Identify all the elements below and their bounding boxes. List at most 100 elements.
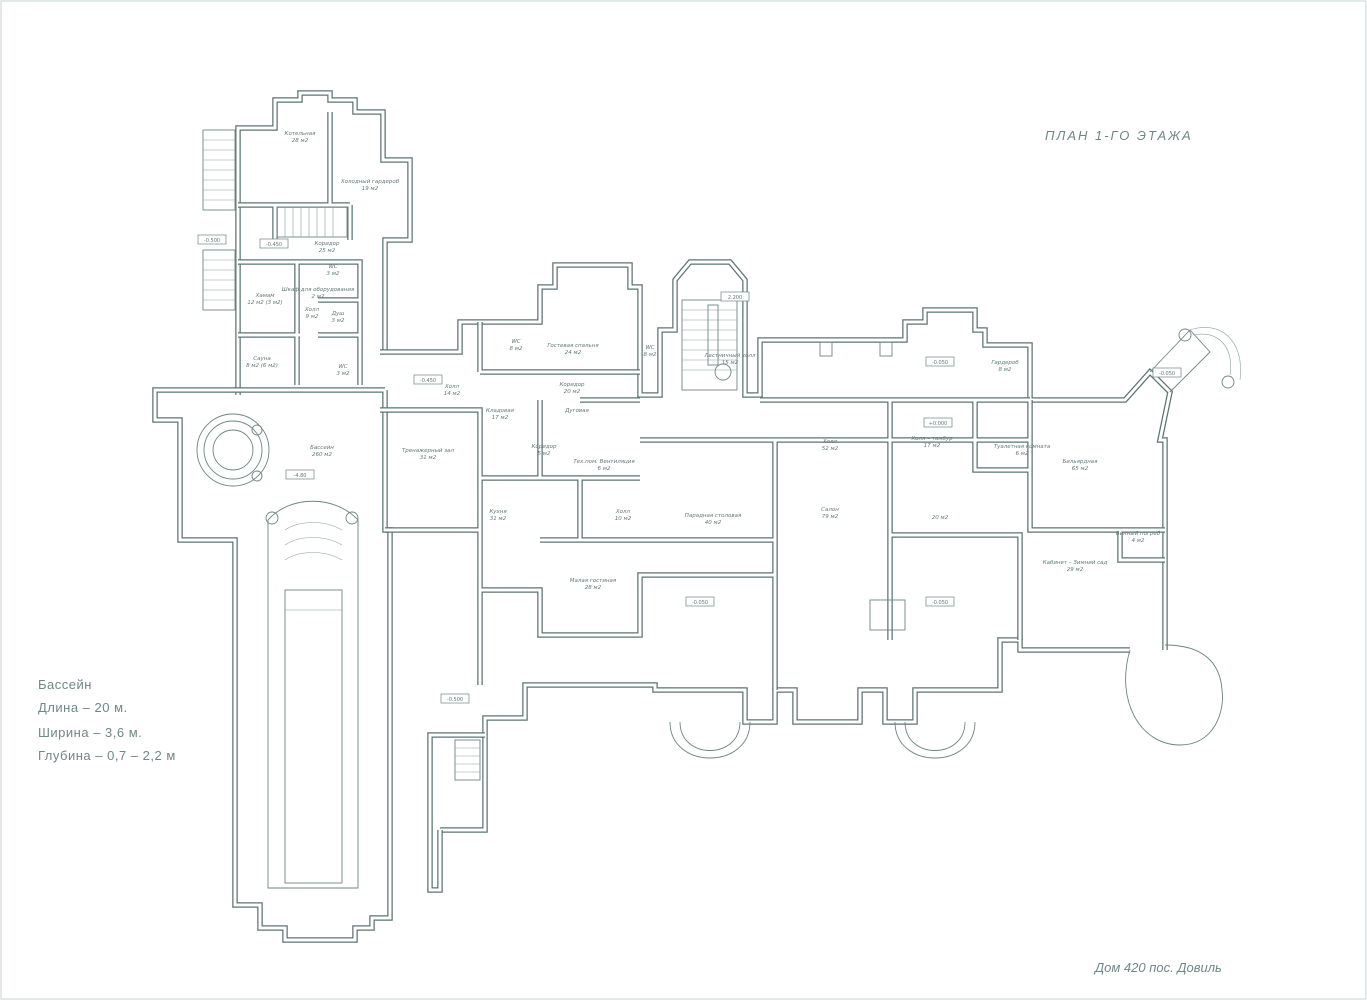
room-name: Коридор: [560, 382, 586, 388]
room-area: 15 м2: [722, 360, 739, 366]
room-name: Кабинет – Зимний сад: [1043, 560, 1108, 566]
level-mark: -0.450: [420, 378, 436, 384]
level-marks: -0.500-0.450-0.450-0.050+0.000-0.050-0.0…: [197, 234, 1182, 704]
level-mark: -0.050: [692, 600, 708, 606]
room-area: 6 м2: [598, 466, 611, 472]
ne-stairs: [1149, 327, 1241, 393]
room-name: Сауна: [253, 356, 271, 362]
room-area: 25 м2: [319, 248, 336, 254]
columns: [819, 341, 906, 631]
room-area: 28 м2: [585, 585, 602, 591]
room-name: Малая гостиная: [570, 578, 617, 584]
level-mark: -0.500: [447, 697, 463, 703]
room-area: 29 м2: [1067, 567, 1084, 573]
level-mark: -0.450: [266, 242, 282, 248]
room-area: 8 м2: [510, 346, 523, 352]
pool-length: Длина – 20 м.: [38, 700, 128, 715]
room-name: Холл: [444, 384, 460, 390]
plan-title: ПЛАН 1-ГО ЭТАЖА: [1045, 128, 1193, 143]
room-area: 9 м2: [306, 314, 319, 320]
level-mark: -0.050: [932, 600, 948, 606]
level-mark: -0.500: [204, 238, 220, 244]
room-area: 20 м2: [564, 389, 581, 395]
level-mark-box: [197, 234, 227, 245]
main-staircase: [681, 299, 738, 391]
room-area: 12 м2 (3 м2): [247, 300, 282, 306]
room-area: 8 м2: [644, 352, 657, 358]
room-area: 17 м2: [492, 415, 509, 421]
room-name: Хамам: [255, 293, 275, 299]
room-area: 2 м2: [312, 294, 325, 300]
level-mark-box: [720, 291, 750, 302]
room-name: Шкаф для оборудования: [282, 287, 355, 293]
room-name: Тех.пом. Вентиляция: [573, 459, 635, 465]
room-name: Кладовая: [486, 408, 515, 414]
room-name: Туалетная комната: [994, 444, 1051, 450]
pool-specs: Бассейн Длина – 20 м. Ширина – 3,6 м. Гл…: [38, 677, 176, 763]
room-area: 10 м2: [615, 516, 632, 522]
walls: [155, 93, 1170, 940]
room-name: Холодный гардероб: [340, 179, 400, 185]
terrace-stairs-sw: [454, 739, 481, 781]
room-name: WC: [338, 364, 347, 370]
staircase-north: [276, 206, 348, 238]
room-area: 8 м2 (6 м2): [246, 363, 278, 369]
room-area: 79 м2: [822, 514, 839, 520]
room-name: Бассейн: [310, 445, 334, 451]
room-area: 40 м2: [705, 520, 722, 526]
room-area: 52 м2: [822, 446, 839, 452]
room-area: 17 м2: [924, 443, 941, 449]
room-area: 20 м2: [932, 515, 949, 521]
level-mark-box: [925, 596, 955, 607]
room-name: Котельная: [285, 131, 317, 137]
room-area: 260 м2: [312, 452, 332, 458]
room-name: Душ: [331, 311, 345, 317]
room-name: Кухня: [489, 509, 507, 515]
room-area: 4 м2: [1132, 538, 1145, 544]
room-name: Тренажерный зал: [402, 448, 455, 454]
room-area: 31 м2: [420, 455, 437, 461]
room-name: Винный погреб: [1116, 531, 1161, 537]
room-name: Бильярдная: [1063, 459, 1099, 465]
pool-specs-heading: Бассейн: [38, 677, 92, 692]
room-name: Холл: [304, 307, 320, 313]
room-name: WC: [645, 345, 654, 351]
exterior-stairs-west: [202, 129, 236, 311]
level-mark-box: [440, 693, 470, 704]
room-area: 3 м2: [327, 271, 340, 277]
jacuzzi: [196, 413, 270, 487]
level-mark-box: [285, 469, 315, 480]
room-area: 6 м2: [1016, 451, 1029, 457]
room-name: Дуговая: [564, 408, 589, 414]
room-area: 14 м2: [444, 391, 461, 397]
pool-depth: Глубина – 0,7 – 2,2 м: [38, 748, 176, 763]
south-terrace-stairs: [669, 644, 1223, 759]
room-name: Коридор: [532, 444, 558, 450]
room-name: WC: [328, 264, 337, 270]
level-mark-box: [685, 596, 715, 607]
room-area: 31 м2: [490, 516, 507, 522]
room-area: 3 м2: [332, 318, 345, 324]
room-area: 3 м2: [337, 371, 350, 377]
level-mark-box: [925, 356, 955, 367]
room-name: Коридор: [315, 241, 341, 247]
project-caption: Дом 420 пос. Довиль: [1093, 960, 1222, 975]
level-mark-box: [1152, 367, 1182, 378]
room-name: Холл: [822, 439, 838, 445]
room-area: 5 м2: [538, 451, 551, 457]
room-name: WC: [511, 339, 520, 345]
room-name: Гардероб: [991, 360, 1019, 366]
level-mark: -0.050: [932, 360, 948, 366]
room-name: Гостевая спальня: [547, 343, 599, 349]
room-name: Холл: [615, 509, 631, 515]
room-area: 28 м2: [292, 138, 309, 144]
level-mark-box: [413, 374, 443, 385]
room-area: 24 м2: [565, 350, 582, 356]
room-name: Лестничный холл: [703, 353, 756, 359]
level-mark-box: [259, 238, 289, 249]
room-name: Парадная столовая: [685, 513, 742, 519]
swimming-pool: [265, 500, 359, 889]
